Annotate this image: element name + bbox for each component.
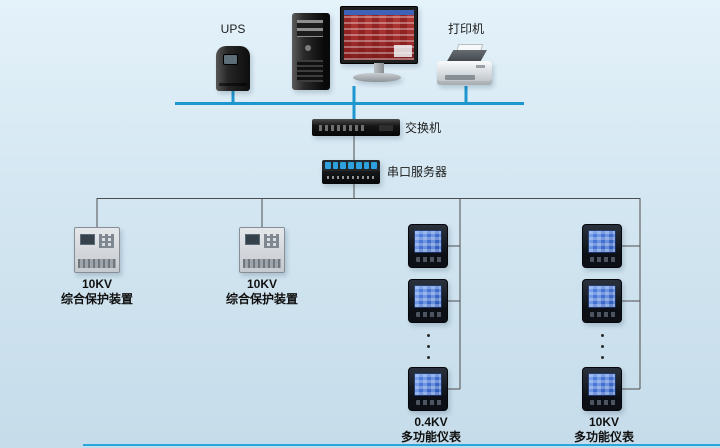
meter-screen [588,373,616,396]
protection-device-b [239,227,285,273]
screen-window-detail [394,45,412,57]
printer-tray [446,50,487,63]
ups-device [216,46,250,91]
protection-b-name: 综合保护装置 [225,292,299,306]
meter-b1 [582,224,622,268]
meter-column-a-label: 0.4KV 多功能仪表 [401,415,461,445]
printer-label: 打印机 [447,22,485,36]
meter-column-a-name: 多功能仪表 [400,430,462,444]
serial-server-base [322,171,380,184]
monitor-stand-neck [374,63,384,74]
protection-keypad [264,234,279,248]
switch-label: 交换机 [405,121,442,135]
meter-screen [414,285,442,308]
more-meters-ellipsis [601,334,604,359]
printer-output-slot [445,75,475,80]
meter-buttons [416,312,442,317]
meter-buttons [590,400,616,405]
protection-a-label: 10KV 综合保护装置 [61,277,133,307]
protection-terminals [78,259,116,268]
monitor [340,6,418,64]
protection-terminals [243,259,281,268]
tower-grill [297,60,323,82]
serial-server-label: 串口服务器 [387,165,448,179]
meter-b3 [582,367,622,411]
printer-device [437,44,492,88]
protection-device-a [74,227,120,273]
protection-screen [245,234,260,245]
meter-buttons [590,312,616,317]
meter-b2 [582,279,622,323]
more-meters-ellipsis [427,334,430,359]
meter-buttons [590,257,616,262]
meter-screen [588,285,616,308]
meter-screen [414,373,442,396]
protection-a-name: 综合保护装置 [60,292,134,306]
printer-button-detail [476,65,485,68]
meter-a2 [408,279,448,323]
monitor-screen [344,10,414,60]
bottom-divider-line [83,444,720,446]
protection-a-voltage: 10KV [81,277,113,291]
meter-buttons [416,257,442,262]
meter-column-b-name: 多功能仪表 [573,430,635,444]
protection-b-voltage: 10KV [246,277,278,291]
serial-ports-row [322,160,380,171]
meter-column-b-label: 10KV 多功能仪表 [574,415,634,445]
network-switch-device [312,119,400,136]
protection-keypad [99,234,114,248]
meter-column-b-voltage: 10KV [588,415,620,429]
meter-a1 [408,224,448,268]
protection-b-label: 10KV 综合保护装置 [226,277,298,307]
meter-screen [588,230,616,253]
meter-screen [414,230,442,253]
meter-buttons [416,400,442,405]
meter-column-a-voltage: 0.4KV [414,415,448,429]
power-button-detail [305,45,311,51]
protection-screen [80,234,95,245]
ups-label: UPS [220,22,246,36]
meter-a3 [408,367,448,411]
drive-bays [297,20,323,37]
computer-tower [292,13,330,90]
serial-server-device [322,160,380,184]
monitor-stand-base [353,73,401,82]
